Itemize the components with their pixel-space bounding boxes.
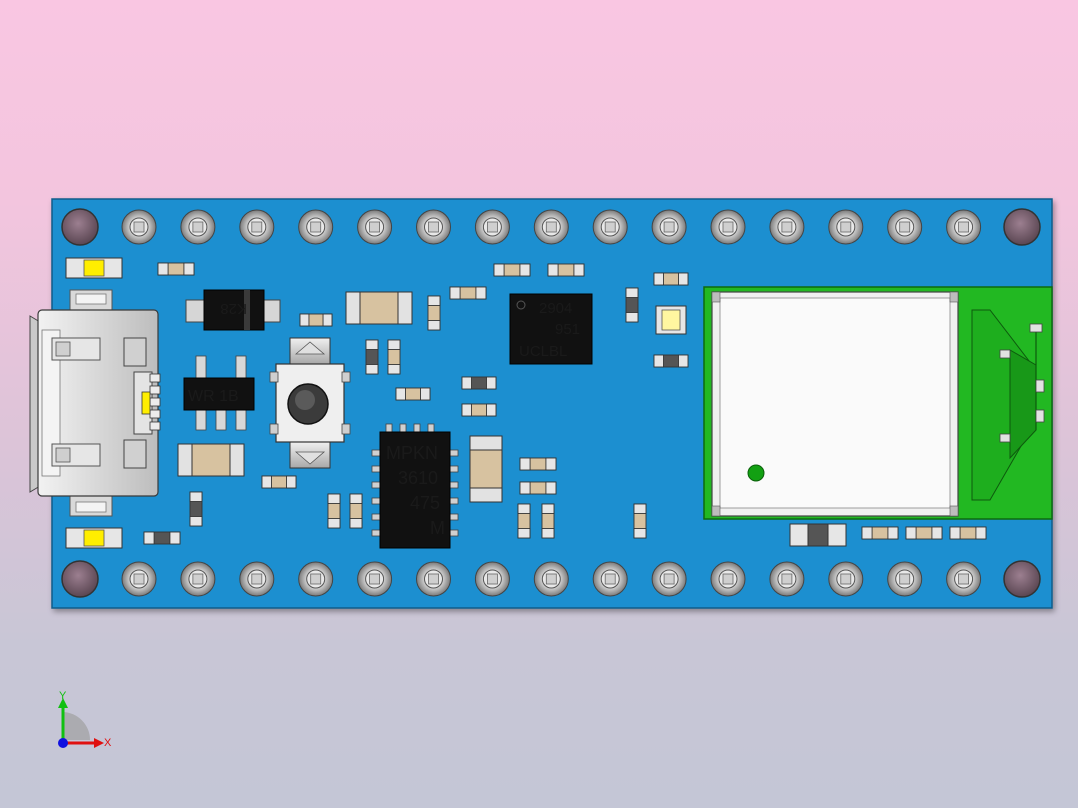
smd-passive[interactable] xyxy=(633,503,647,539)
header-pad[interactable] xyxy=(416,561,451,597)
header-pad[interactable] xyxy=(239,561,275,597)
smd-passive[interactable] xyxy=(365,339,379,375)
capacitor-large[interactable] xyxy=(177,443,245,477)
header-pad[interactable] xyxy=(180,561,216,597)
flash-memory-chip[interactable]: MPKN 3610 475 M xyxy=(371,423,459,549)
header-pad[interactable] xyxy=(121,209,157,245)
header-pad[interactable] xyxy=(592,209,628,245)
led-indicator[interactable] xyxy=(65,527,123,549)
header-pad[interactable] xyxy=(887,561,923,597)
header-pad[interactable] xyxy=(533,209,569,245)
sensor-label-1: 2904 xyxy=(539,300,572,317)
mounting-holes xyxy=(61,208,1041,598)
voltage-regulator[interactable]: WR 1B xyxy=(183,355,255,431)
led-indicator[interactable] xyxy=(655,305,687,335)
smd-passive[interactable] xyxy=(299,313,333,327)
led-indicator[interactable] xyxy=(65,257,123,279)
smd-passive[interactable] xyxy=(349,493,363,529)
smd-passive[interactable] xyxy=(517,503,531,539)
capacitor-large[interactable] xyxy=(469,435,503,503)
smd-passive[interactable] xyxy=(157,262,195,276)
header-pad[interactable] xyxy=(298,209,334,245)
header-pads-bottom[interactable] xyxy=(121,561,982,597)
header-pad[interactable] xyxy=(769,561,805,597)
flash-label-2: 3610 xyxy=(398,468,438,488)
header-pads-top[interactable] xyxy=(121,209,982,245)
inductor[interactable] xyxy=(789,523,847,547)
header-pad[interactable] xyxy=(239,209,275,245)
smd-passive[interactable] xyxy=(519,457,557,471)
header-pad[interactable] xyxy=(298,561,334,597)
x-axis-label: X xyxy=(104,737,112,749)
header-pad[interactable] xyxy=(887,209,923,245)
header-pad[interactable] xyxy=(651,209,687,245)
sensor-label-3: UCLBL xyxy=(519,343,567,360)
smd-passive[interactable] xyxy=(949,526,987,540)
smd-passive[interactable] xyxy=(625,287,639,323)
flash-label-3: 475 xyxy=(410,493,440,513)
smd-passive[interactable] xyxy=(395,387,431,401)
header-pad[interactable] xyxy=(769,209,805,245)
push-button-icon[interactable] xyxy=(269,337,351,469)
header-pad[interactable] xyxy=(946,209,982,245)
header-pad[interactable] xyxy=(357,209,393,245)
smd-passive[interactable] xyxy=(427,295,441,331)
header-pad[interactable] xyxy=(592,561,628,597)
header-pad[interactable] xyxy=(828,561,864,597)
y-axis-label: Y xyxy=(59,690,67,702)
mounting-hole xyxy=(1003,560,1041,598)
smd-passive[interactable] xyxy=(261,475,297,489)
header-pad[interactable] xyxy=(651,561,687,597)
passive-components[interactable] xyxy=(143,262,987,547)
smd-passive[interactable] xyxy=(143,531,181,545)
flash-label-1: MPKN xyxy=(386,443,438,463)
header-pad[interactable] xyxy=(474,209,510,245)
header-pad[interactable] xyxy=(946,561,982,597)
header-pad[interactable] xyxy=(474,561,510,597)
wireless-module[interactable] xyxy=(703,286,1053,520)
z-axis-dot xyxy=(58,738,68,748)
smd-passive[interactable] xyxy=(493,263,531,277)
smd-passive[interactable] xyxy=(653,354,689,368)
smd-passive[interactable] xyxy=(861,526,899,540)
header-pad[interactable] xyxy=(121,561,157,597)
header-pad[interactable] xyxy=(710,561,746,597)
smd-passive[interactable] xyxy=(449,286,487,300)
smd-passive[interactable] xyxy=(461,376,497,390)
header-pad[interactable] xyxy=(533,561,569,597)
smd-passive[interactable] xyxy=(387,339,401,375)
header-pad[interactable] xyxy=(710,209,746,245)
header-pad[interactable] xyxy=(180,209,216,245)
smd-passive[interactable] xyxy=(327,493,341,529)
sensor-chip[interactable]: 2904 951 UCLBL xyxy=(509,293,593,365)
smd-passive[interactable] xyxy=(541,503,555,539)
header-pad[interactable] xyxy=(357,561,393,597)
micro-usb-connector-icon[interactable] xyxy=(29,289,161,517)
flash-label-4: M xyxy=(430,518,445,538)
mounting-hole xyxy=(61,560,99,598)
mounting-hole xyxy=(61,208,99,246)
diode-component[interactable]: K28 xyxy=(185,289,281,331)
header-pad[interactable] xyxy=(828,209,864,245)
sensor-label-2: 951 xyxy=(555,321,580,338)
capacitor-large[interactable] xyxy=(345,291,413,325)
header-pad[interactable] xyxy=(416,209,451,245)
smd-passive[interactable] xyxy=(189,491,203,527)
diode-label: K28 xyxy=(220,300,247,317)
smd-passive[interactable] xyxy=(653,272,689,286)
smd-passive[interactable] xyxy=(461,403,497,417)
smd-passive[interactable] xyxy=(905,526,943,540)
smd-passive[interactable] xyxy=(519,481,557,495)
regulator-label: WR 1B xyxy=(188,388,239,405)
coordinate-triad-icon: Y X xyxy=(58,690,112,749)
mounting-hole xyxy=(1003,208,1041,246)
smd-passive[interactable] xyxy=(547,263,585,277)
